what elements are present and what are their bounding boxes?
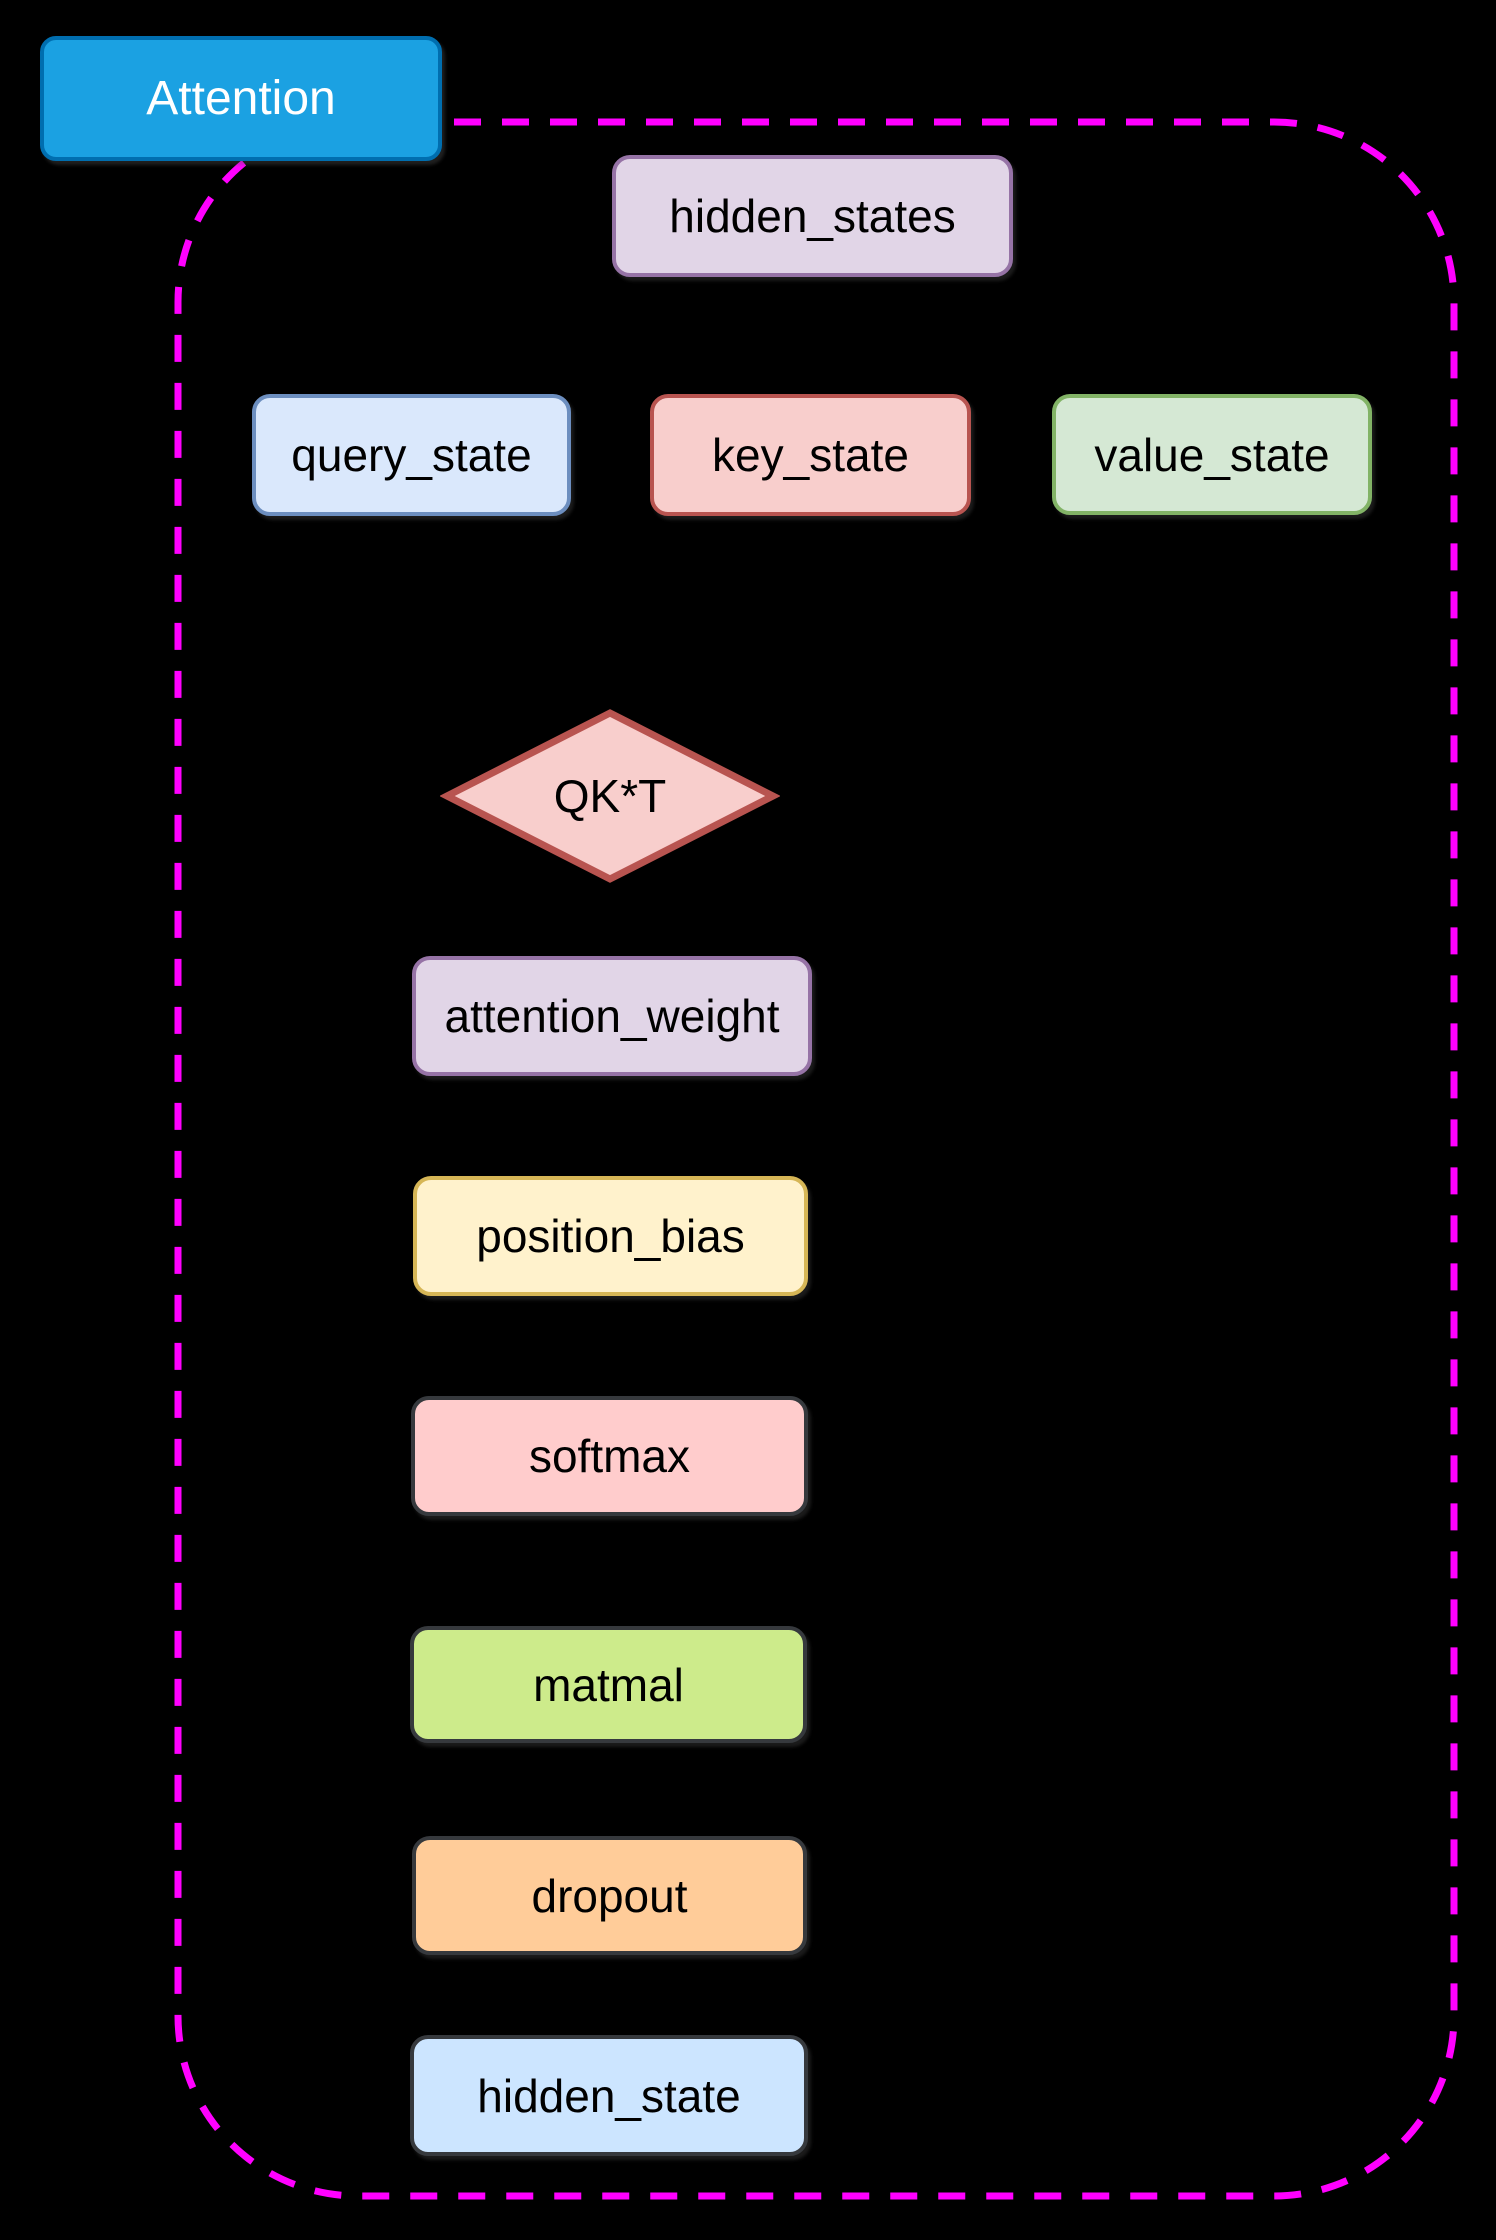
node-matmal: matmal [410,1626,807,1743]
node-attention-weight: attention_weight [412,956,812,1076]
attention-group-title: Attention [40,36,442,161]
node-key-state: key_state [650,394,971,516]
qkt-diamond-polygon [440,709,780,883]
attention-group-boundary [174,118,1458,2200]
node-dropout: dropout [412,1836,807,1955]
node-position-bias: position_bias [413,1176,808,1296]
node-hidden-state: hidden_state [410,2035,808,2156]
node-qkt-diamond: QK*T [440,707,780,885]
node-softmax: softmax [411,1396,808,1516]
qkt-diamond-shape [440,709,780,883]
qkt-label: QK*T [553,770,667,822]
group-boundary-rect [174,118,1458,2200]
node-hidden-states: hidden_states [612,155,1013,277]
node-query-state: query_state [252,394,571,516]
node-value-state: value_state [1052,394,1372,515]
